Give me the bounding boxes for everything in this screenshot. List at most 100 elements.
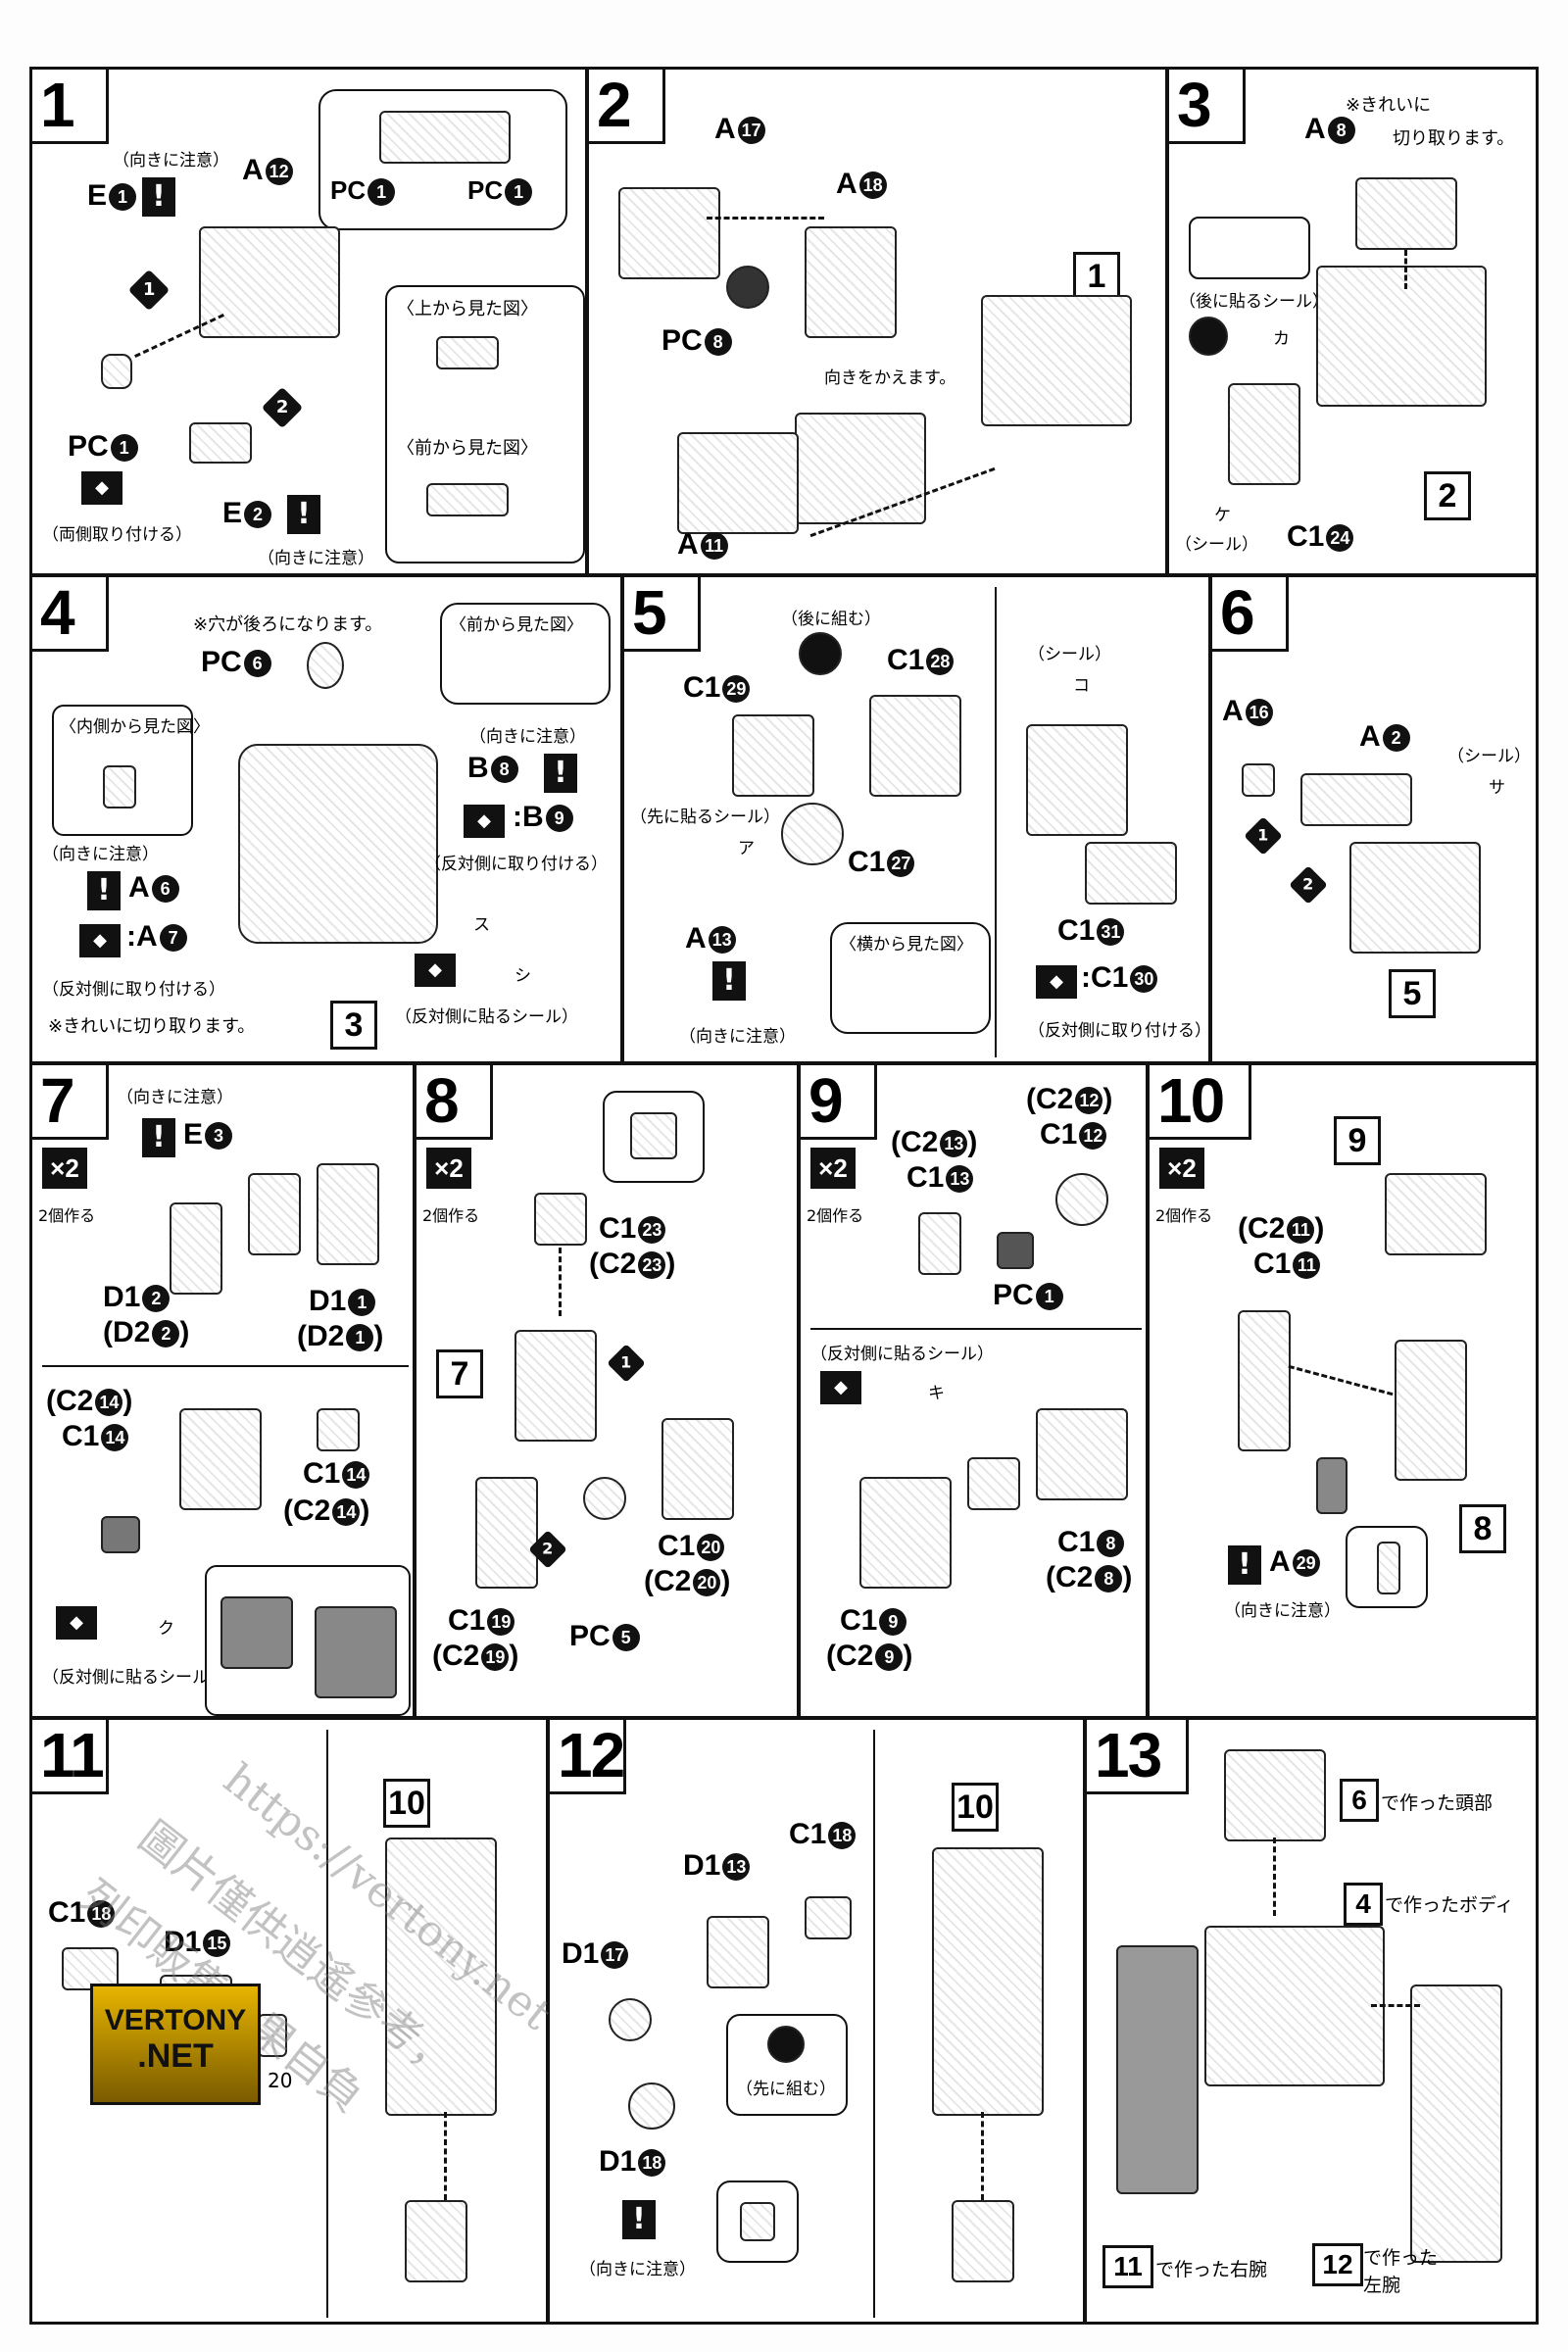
opposite-icon: ◆ <box>415 954 456 987</box>
part-drawing-left-arm <box>1410 1984 1502 2263</box>
part-drawing-c129 <box>732 714 814 797</box>
step-number: 3 <box>1177 70 1212 140</box>
sticker-label: （シール） <box>1028 645 1111 664</box>
part-drawing-pc1 <box>997 1232 1034 1269</box>
part-drawing-e2 <box>189 422 252 464</box>
part-drawing-a2 <box>1300 773 1412 826</box>
part-drawing-right-arm <box>1116 1945 1199 2194</box>
part-drawing-hand <box>707 1916 769 1988</box>
step-2-number-box: 2 <box>589 70 665 144</box>
part-drawing-hand-assembly <box>405 2200 467 2282</box>
detail-box <box>603 1091 705 1183</box>
part-drawing-joint <box>967 1457 1020 1510</box>
part-drawing-body-front <box>1316 266 1487 407</box>
part-drawing-c131 <box>1085 842 1177 905</box>
opposite-icon: ◆ <box>79 924 121 957</box>
cut-note: ※きれいに切り取ります。 <box>48 1016 256 1037</box>
sticker-circle <box>1189 317 1228 356</box>
part-drawing-body <box>1204 1926 1385 2086</box>
reference-step-10: 10 <box>952 1783 999 1832</box>
turn-note: 向きをかえます。 <box>824 368 956 388</box>
part-drawing-hand-assembly <box>952 2200 1014 2282</box>
part-drawing-head-assembly <box>1349 842 1481 954</box>
make-two-note: 2個作る <box>422 1206 480 1225</box>
right-arm-note: で作った右腕 <box>1155 2259 1268 2280</box>
reference-step-11: 11 <box>1102 2245 1153 2288</box>
opposite-sticker-note: （反対側に貼るシール） <box>42 1668 225 1688</box>
step-number: 2 <box>597 70 632 140</box>
view-front-box: 〈前から見た図〉 <box>440 603 611 705</box>
logo-line-1: VERTONY <box>104 2004 247 2036</box>
sticker-first-note: （先に貼るシール） <box>630 808 780 827</box>
panel-divider <box>326 1730 328 2318</box>
part-drawing-arm <box>385 1838 497 2116</box>
assembly-guide-line <box>444 2112 447 2200</box>
part-drawing-a11 <box>677 432 799 534</box>
reference-step-10: 10 <box>383 1779 430 1828</box>
part-drawing-c112 <box>1055 1173 1108 1226</box>
step-number: 7 <box>40 1065 75 1136</box>
reference-step-1: 1 <box>1073 252 1120 301</box>
part-drawing-a16 <box>1242 763 1275 797</box>
attention-note: （向きに注意） <box>579 2260 696 2279</box>
opposite-icon: ◆ <box>56 1606 97 1640</box>
step-number: 8 <box>424 1065 460 1136</box>
part-drawing-pc1 <box>101 354 132 389</box>
view-label-front: 〈前から見た図〉 <box>397 438 538 459</box>
reference-step-4: 4 <box>1344 1883 1383 1926</box>
part-drawing-pc6 <box>307 642 344 689</box>
step-7-number-box: 7 <box>32 1065 109 1140</box>
part-drawing-shoulder <box>1385 1173 1487 1255</box>
step-12-number-box: 12 <box>550 1720 626 1794</box>
quantity-badge: ×2 <box>426 1148 471 1189</box>
part-drawing-head <box>1026 724 1128 836</box>
logo-line-2: .NET <box>137 2037 214 2075</box>
both-sides-icon: ◆ <box>81 471 122 505</box>
quantity-badge: ×2 <box>42 1148 87 1189</box>
part-drawing-detail <box>1377 1542 1400 1594</box>
cut-note: ※きれいに <box>1346 95 1432 116</box>
part-drawing-arm <box>1395 1340 1467 1481</box>
part-drawing-marker <box>767 2026 805 2063</box>
sticker-ka: カ <box>1273 329 1290 349</box>
opposite-sticker-note: （反対側に貼るシール） <box>810 1345 994 1364</box>
step-10-number-box: 10 <box>1150 1065 1251 1140</box>
part-drawing-pc8 <box>726 266 769 309</box>
assembly-guide-line <box>707 217 824 220</box>
sticker-a: ア <box>738 839 755 858</box>
assembly-guide-line <box>1288 1364 1394 1396</box>
sticker-ki: キ <box>928 1384 945 1403</box>
part-drawing-detail-a <box>220 1596 293 1669</box>
part-drawing-top-view <box>436 336 499 369</box>
part-drawing-leg <box>179 1408 262 1510</box>
view-box: 〈上から見た図〉 〈前から見た図〉 <box>385 285 585 564</box>
sticker-ko: コ <box>1073 676 1090 696</box>
assemble-first-box: （先に組む） <box>726 2014 848 2116</box>
